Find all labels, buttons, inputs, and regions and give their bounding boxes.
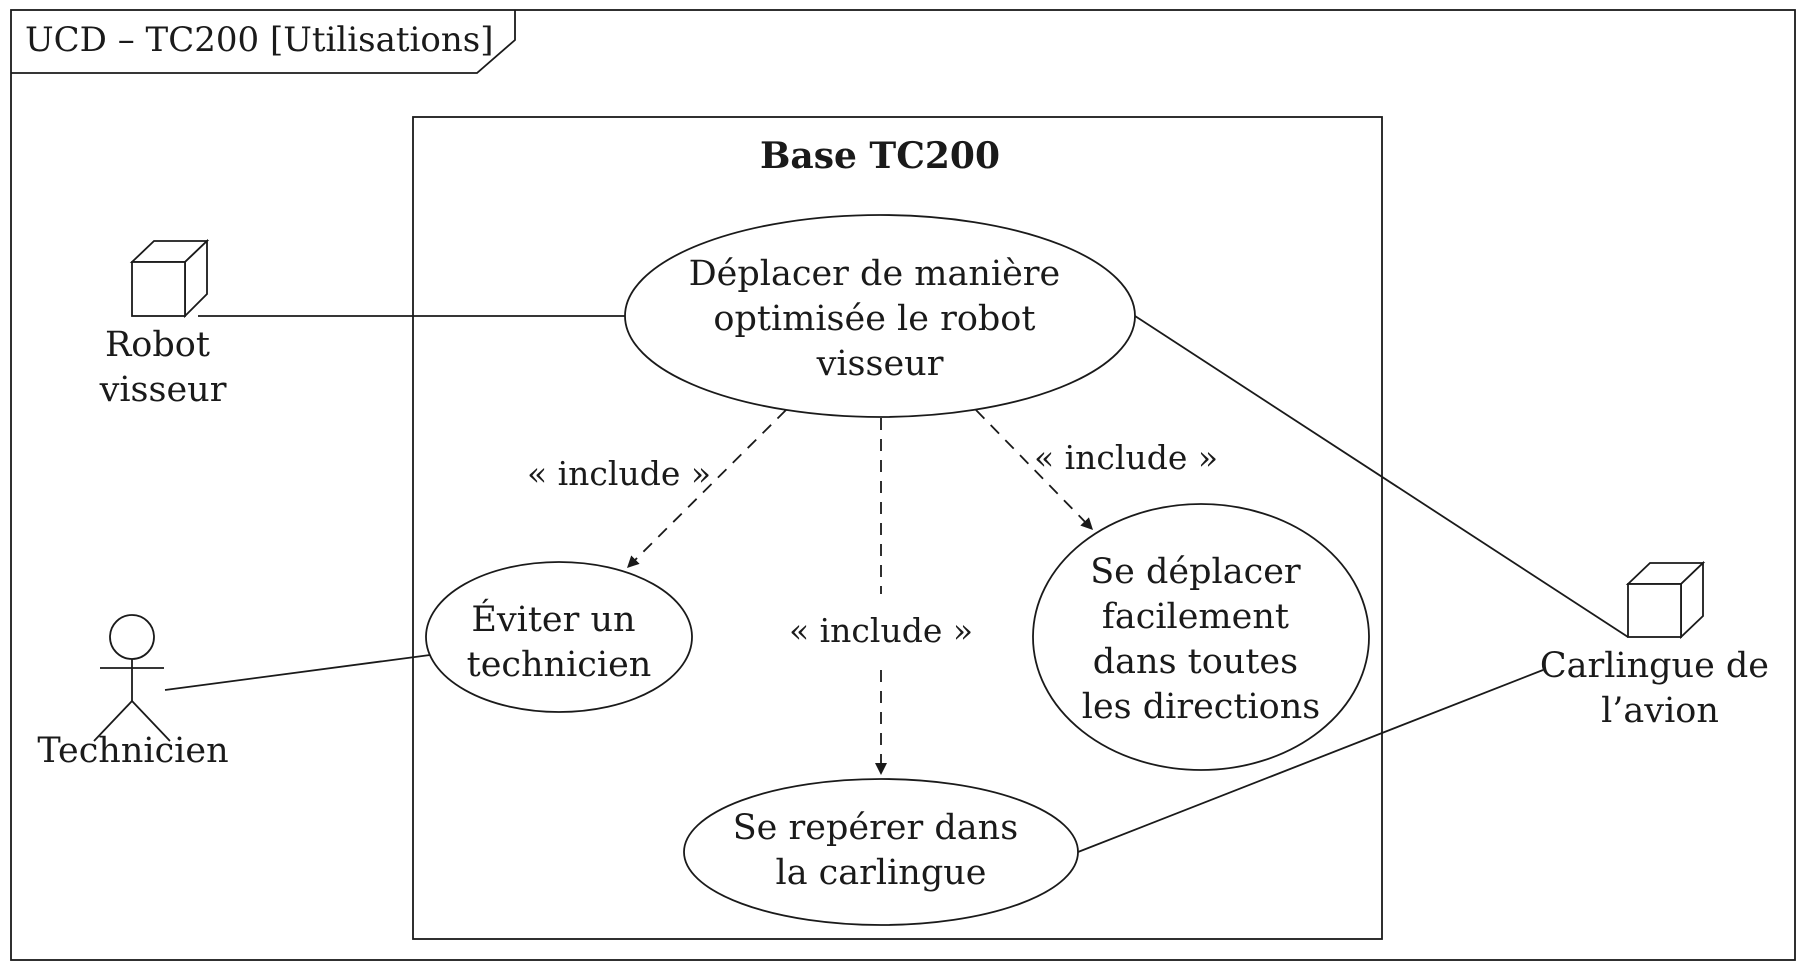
use-case-reperer[interactable]: Se repérer dans la carlingue xyxy=(683,778,1079,926)
actor-technicien-label: Technicien xyxy=(37,731,228,771)
include-label-left: « include » xyxy=(527,454,711,493)
association-technicien-eviter xyxy=(164,654,431,691)
include-label-middle: « include » xyxy=(789,611,973,650)
association-carlingue-reperer xyxy=(1077,669,1544,853)
include-arrow-facilement xyxy=(975,409,1094,531)
include-label-middle-bg xyxy=(785,594,977,664)
diagram-frame xyxy=(10,9,1796,961)
use-case-facilement[interactable]: Se déplacer facilement dans toutes les d… xyxy=(1032,503,1370,771)
carlingue-node-icon xyxy=(1625,560,1706,640)
use-case-facilement-label: Se déplacer facilement dans toutes les d… xyxy=(1082,552,1320,727)
stick-figure-icon xyxy=(93,614,171,742)
use-case-deplacer[interactable]: Déplacer de manière optimisée le robot v… xyxy=(624,214,1136,418)
system-title: Base TC200 xyxy=(760,135,1000,177)
association-carlingue-deplacer xyxy=(1134,315,1629,638)
robot-node-icon xyxy=(129,238,210,319)
frame-title-tab xyxy=(11,10,516,74)
use-case-eviter-label: Éviter un technicien xyxy=(467,598,652,685)
actor-carlingue-label: Carlingue de l’avion xyxy=(1540,646,1780,731)
system-boundary xyxy=(412,116,1383,940)
frame-title: UCD – TC200 [Utilisations] xyxy=(25,20,493,60)
use-case-eviter[interactable]: Éviter un technicien xyxy=(425,561,693,713)
actor-robot-visseur[interactable]: Robot visseur xyxy=(99,238,227,410)
include-label-right: « include » xyxy=(1034,438,1218,477)
use-case-reperer-label: Se repérer dans la carlingue xyxy=(733,808,1030,893)
actor-technicien[interactable]: Technicien xyxy=(37,614,229,771)
actor-carlingue[interactable]: Carlingue de l’avion xyxy=(1540,560,1780,731)
include-arrow-eviter xyxy=(626,409,787,569)
use-case-deplacer-label: Déplacer de manière optimisée le robot v… xyxy=(689,254,1072,384)
actor-robot-visseur-label: Robot visseur xyxy=(99,325,227,410)
